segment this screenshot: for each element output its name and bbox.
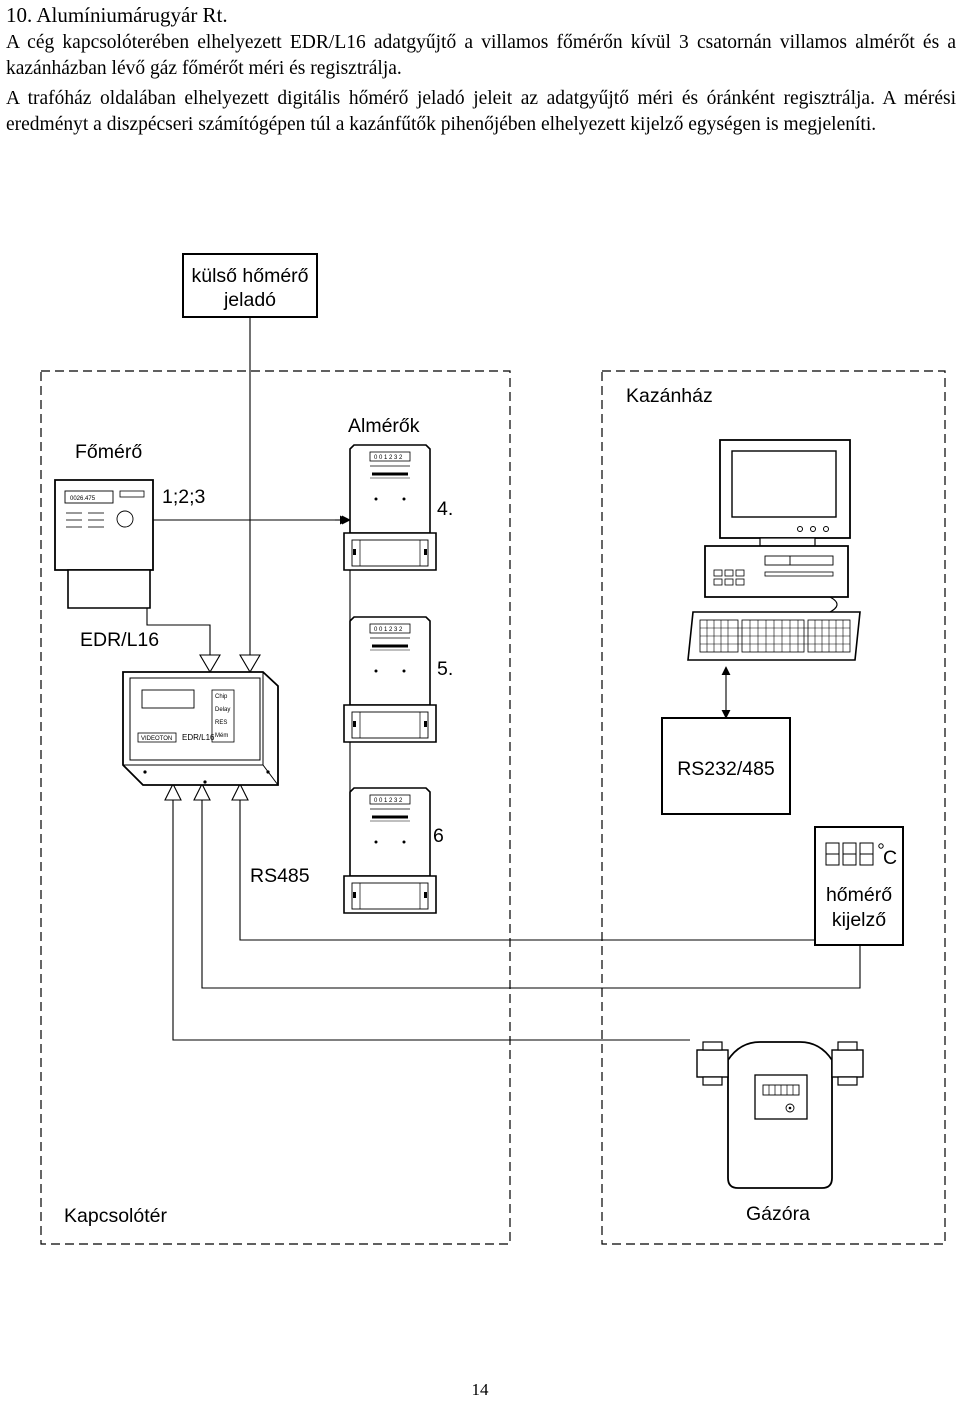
edr-data-collector: EDR/L16 Chip Delay RES Mém VIDEOTON EDR/…	[80, 629, 279, 786]
rs485-label: RS485	[250, 865, 310, 887]
boiler-house-label: Kazánház	[626, 385, 713, 407]
temperature-display: C hőmérő kijelző	[814, 826, 904, 946]
boiler-house-frame	[601, 370, 946, 1245]
sensor-arrow	[239, 654, 261, 674]
edr-button-mem: Mém	[215, 733, 228, 739]
submeter-4: 0 0 1 2 3 2	[342, 443, 438, 572]
display-label-line2: kijelző	[832, 909, 886, 931]
submeter-6-display: 0 0 1 2 3 2	[374, 798, 403, 804]
main-meter-arrow	[199, 654, 221, 674]
edr-button-chip: Chip	[215, 694, 228, 700]
main-meter-display: 0026.475	[70, 496, 96, 502]
page-number: 14	[471, 1380, 489, 1399]
gas-meter	[696, 1041, 864, 1189]
gas-meter-link	[172, 785, 690, 1041]
upward-arrow-1	[164, 782, 182, 801]
upward-arrow-3	[231, 782, 249, 801]
sensor-label-line2: jeladó	[223, 289, 276, 311]
rs232-link	[201, 785, 861, 989]
display-link	[239, 785, 815, 941]
switch-room-label: Kapcsolótér	[64, 1205, 167, 1227]
submeter-5-label: 5.	[437, 658, 453, 680]
submeter-5-display: 0 0 1 2 3 2	[374, 627, 403, 633]
submeters-label: Almérők	[348, 415, 420, 437]
submeter-4-display: 0 0 1 2 3 2	[374, 455, 403, 461]
edr-button-res: RES	[215, 720, 227, 726]
main-meter: Főmérő 0026.475 1;2;3	[54, 441, 205, 609]
submeter-4-label: 4.	[437, 498, 453, 520]
edr-brand-label: VIDEOTON	[141, 736, 172, 742]
submeter-6-label: 6	[433, 825, 444, 847]
rs232-converter: RS232/485	[661, 717, 791, 815]
celsius-unit: C	[883, 847, 897, 869]
intro-paragraph-2: A trafóház oldalában elhelyezett digitál…	[6, 88, 956, 135]
upward-arrow-2	[193, 782, 211, 801]
gas-meter-label: Gázóra	[746, 1203, 810, 1225]
intro-paragraph-1: A cég kapcsolóterében elhelyezett EDR/L1…	[6, 32, 956, 79]
rs232-label: RS232/485	[677, 758, 775, 780]
sensor-label-line1: külső hőmérő	[191, 265, 308, 287]
edr-label: EDR/L16	[80, 629, 159, 651]
channels-label: 1;2;3	[162, 486, 205, 508]
switch-room-frame	[40, 370, 511, 1245]
edr-button-delay: Delay	[215, 707, 230, 713]
temperature-sensor-box: külső hőmérő jeladó	[182, 253, 318, 318]
submeter-6: 0 0 1 2 3 2	[342, 786, 438, 915]
main-meter-label: Főmérő	[75, 441, 142, 463]
edr-model-label: EDR/L16	[182, 733, 215, 742]
section-heading: 10. Alumíniumárugyár Rt.	[6, 3, 228, 27]
main-meter-to-edr-link	[146, 590, 211, 663]
keyboard-keys	[700, 620, 850, 652]
display-label-line1: hőmérő	[826, 884, 892, 906]
submeter-5: 0 0 1 2 3 2	[342, 615, 438, 744]
